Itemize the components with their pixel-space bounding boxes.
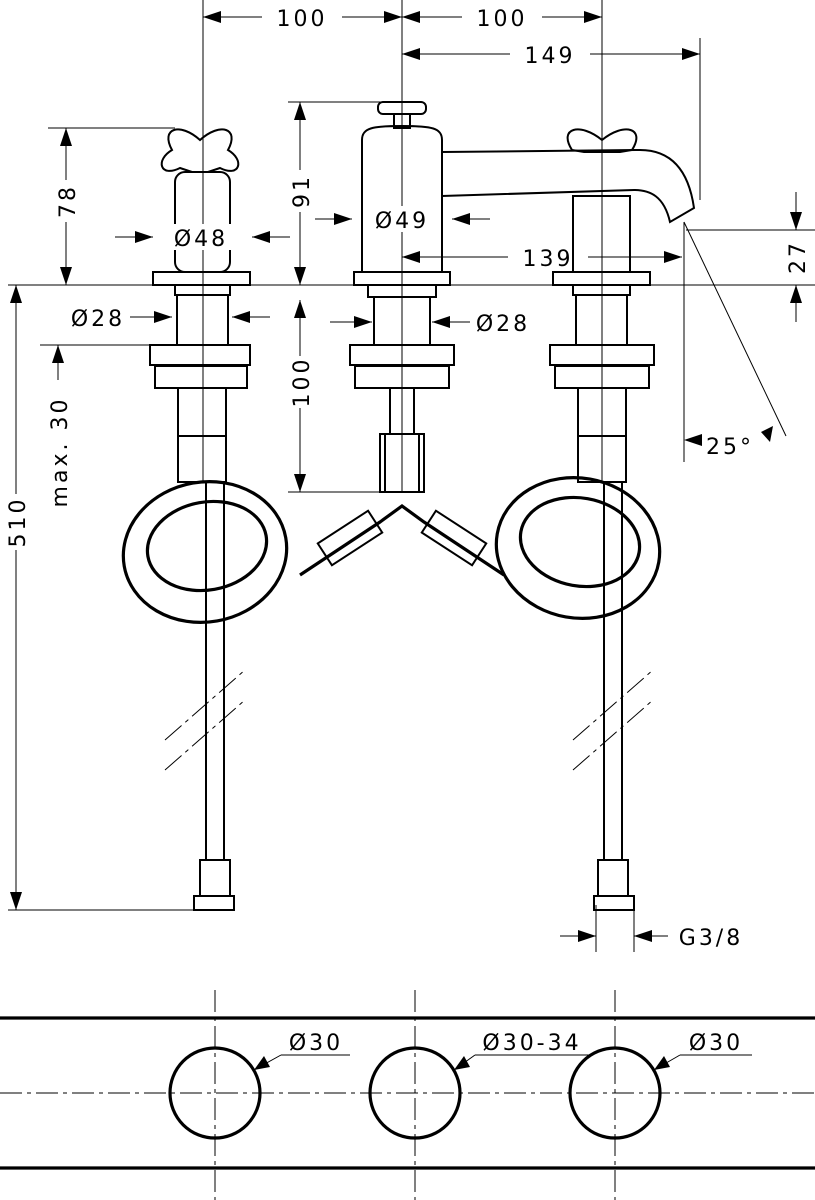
dim-spacing-left: 100 bbox=[277, 7, 328, 32]
center-spout-body: Ø49 139 Ø28 bbox=[315, 100, 696, 493]
dim-center-shank: Ø28 bbox=[476, 312, 530, 337]
left-handle-valve: Ø48 Ø28 bbox=[71, 128, 290, 483]
dim-spout-reach: 149 bbox=[525, 44, 576, 69]
dim-shank-length: 100 bbox=[290, 357, 315, 408]
hole-plan: Ø30 Ø30-34 Ø30 bbox=[0, 990, 815, 1200]
dim-spout-projection: 139 bbox=[523, 247, 574, 272]
hoses bbox=[121, 433, 662, 911]
dim-spacing-right: 100 bbox=[477, 7, 528, 32]
hole-center-label: Ø30-34 bbox=[482, 1031, 581, 1056]
dim-body-diameter: Ø49 bbox=[375, 209, 429, 234]
dim-thread: G3/8 bbox=[679, 926, 743, 951]
dim-left-shank: Ø28 bbox=[71, 307, 125, 332]
dim-handle-diameter: Ø48 bbox=[174, 227, 228, 252]
dim-total-length: 510 bbox=[6, 497, 31, 548]
top-dimension-group: 100 100 149 bbox=[202, 0, 701, 200]
dim-handle-height: 78 bbox=[56, 184, 81, 218]
dim-max-thickness: max. 30 bbox=[48, 397, 73, 508]
dim-body-height: 91 bbox=[290, 174, 315, 208]
hole-left-label: Ø30 bbox=[289, 1031, 343, 1056]
dim-outlet-height: 27 bbox=[786, 240, 811, 274]
right-handle-valve: 25° bbox=[549, 128, 787, 483]
dim-angle: 25° bbox=[706, 435, 754, 460]
thread-dimension: G3/8 bbox=[560, 905, 743, 952]
hole-right-label: Ø30 bbox=[689, 1031, 743, 1056]
